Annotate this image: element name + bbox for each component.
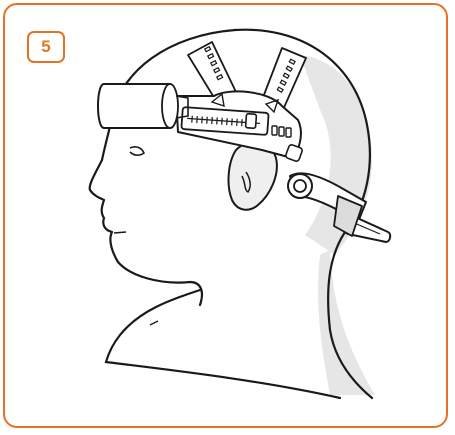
pivot-inner — [294, 180, 306, 192]
neck-shadow — [318, 250, 375, 395]
slider-knob — [246, 114, 257, 129]
collar-line — [150, 321, 158, 325]
face-profile — [90, 118, 202, 305]
mouth — [114, 232, 126, 233]
front-cylinder-cap — [162, 84, 178, 128]
neck-front — [106, 290, 340, 398]
step-number-badge: 5 — [27, 31, 65, 63]
eye — [130, 147, 144, 155]
